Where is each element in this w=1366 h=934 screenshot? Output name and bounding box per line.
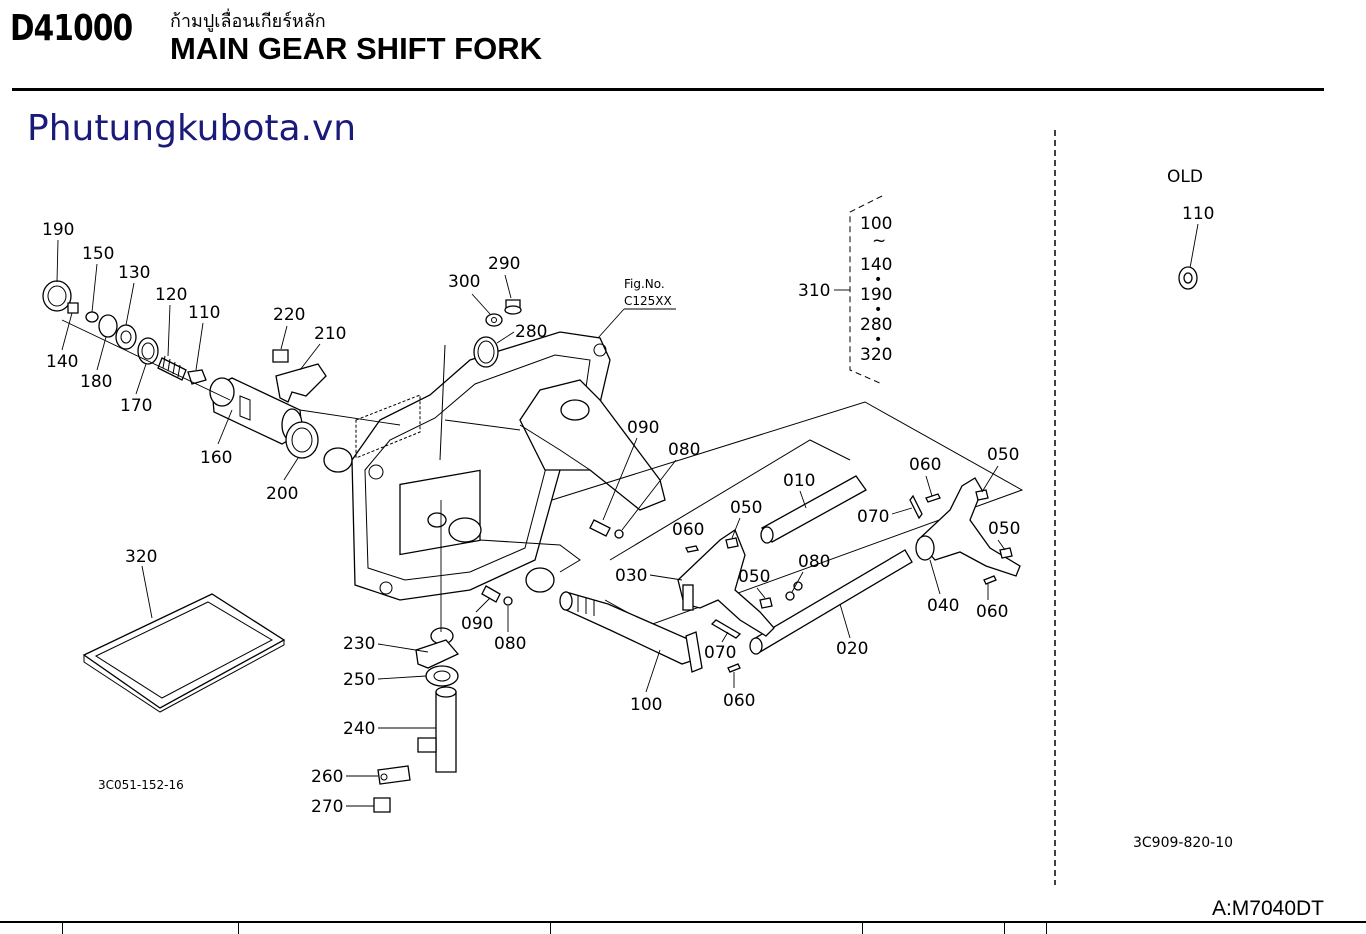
sleeve-assembly [42, 280, 353, 473]
callout-050b: 050 [738, 567, 770, 587]
footer-rule [0, 921, 1366, 923]
callout-030: 030 [615, 566, 647, 586]
diagram-code-left: 3C051-152-16 [98, 778, 184, 792]
fig-ref-number: C125XX [624, 294, 672, 308]
callout-290: 290 [488, 254, 520, 274]
callout-020: 020 [836, 639, 868, 659]
callout-170: 170 [120, 396, 152, 416]
pin-060d [727, 663, 741, 673]
callout-060c: 060 [976, 602, 1008, 622]
callout-040: 040 [927, 596, 959, 616]
pin-060b [925, 493, 941, 503]
callout-320: 320 [125, 547, 157, 567]
ball-080b [785, 591, 795, 601]
pin-070b [909, 494, 923, 520]
kit-item: 320 [860, 345, 892, 365]
kit-item: 140 [860, 255, 892, 275]
callout-080b: 080 [798, 552, 830, 572]
kit-bracket [849, 195, 883, 385]
kit-item: • [874, 302, 882, 318]
washer-300 [485, 313, 503, 327]
kit-item: ~ [872, 231, 886, 251]
pin-060c [983, 575, 997, 585]
callout-130: 130 [118, 263, 150, 283]
diagram-code-right: 3C909-820-10 [1133, 835, 1233, 851]
footer-tick [1004, 921, 1005, 934]
callout-060b: 060 [909, 455, 941, 475]
callout-210: 210 [314, 324, 346, 344]
footer-tick [550, 921, 551, 934]
callout-070b: 070 [857, 507, 889, 527]
callout-120: 120 [155, 285, 187, 305]
header-rule [12, 88, 1324, 91]
callout-050c: 050 [987, 445, 1019, 465]
pin-060a [685, 545, 699, 553]
page-title: MAIN GEAR SHIFT FORK [170, 31, 542, 66]
parts-manual-320 [82, 593, 286, 713]
callout-180: 180 [80, 372, 112, 392]
kit-item: 100 [860, 214, 892, 234]
bolt-050d [999, 547, 1013, 559]
transmission-case [351, 331, 666, 601]
footer-tick [1046, 921, 1047, 934]
model-code: A:M7040DT [1211, 897, 1324, 920]
callout-060d: 060 [723, 691, 755, 711]
spring-090b [481, 585, 501, 603]
fig-ref-label: Fig.No. [624, 277, 665, 291]
shaft-020 [751, 549, 913, 653]
kit-item: • [874, 272, 882, 288]
lower-shaft-assembly [373, 627, 460, 813]
callout-090a: 090 [627, 418, 659, 438]
callout-220: 220 [273, 305, 305, 325]
callout-100: 100 [630, 695, 662, 715]
callout-150: 150 [82, 244, 114, 264]
fork-040 [917, 477, 1021, 577]
footer-tick [62, 921, 63, 934]
callout-010: 010 [783, 471, 815, 491]
callout-270: 270 [311, 797, 343, 817]
kit-item: 280 [860, 315, 892, 335]
callout-050d: 050 [988, 519, 1020, 539]
ball-080c [503, 596, 513, 606]
bushing [525, 567, 555, 593]
bolt-050b [759, 597, 773, 609]
callout-110: 110 [188, 303, 220, 323]
callout-090b: 090 [461, 614, 493, 634]
footer-tick [238, 921, 239, 934]
callout-230: 230 [343, 634, 375, 654]
bolt-050a [725, 537, 739, 549]
callout-300: 300 [448, 272, 480, 292]
thai-title: ก้ามปูเลื่อนเกียร์หลัก [170, 11, 326, 32]
callout-240: 240 [343, 719, 375, 739]
callout-080c: 080 [494, 634, 526, 654]
callout-080a: 080 [668, 440, 700, 460]
page-code: D41000 [10, 8, 133, 49]
callout-250: 250 [343, 670, 375, 690]
callout-280: 280 [515, 322, 547, 342]
shift-lever-100 [565, 591, 695, 665]
callout-190: 190 [42, 220, 74, 240]
callout-260: 260 [311, 767, 343, 787]
callout-200: 200 [266, 484, 298, 504]
old-callout-110: 110 [1182, 204, 1214, 224]
callout-140: 140 [46, 352, 78, 372]
pin-070a [710, 619, 742, 639]
kit-item: • [874, 332, 882, 348]
callout-050a: 050 [730, 498, 762, 518]
footer-tick [862, 921, 863, 934]
ball-080a [614, 529, 624, 539]
watermark-text: Phutungkubota.vn [27, 108, 357, 149]
old-label: OLD [1167, 167, 1203, 187]
callout-070a: 070 [704, 643, 736, 663]
spring-090a [589, 519, 611, 537]
kit-item: 190 [860, 285, 892, 305]
callout-060a: 060 [672, 520, 704, 540]
callout-160: 160 [200, 448, 232, 468]
kit-number: 310 [798, 281, 830, 301]
